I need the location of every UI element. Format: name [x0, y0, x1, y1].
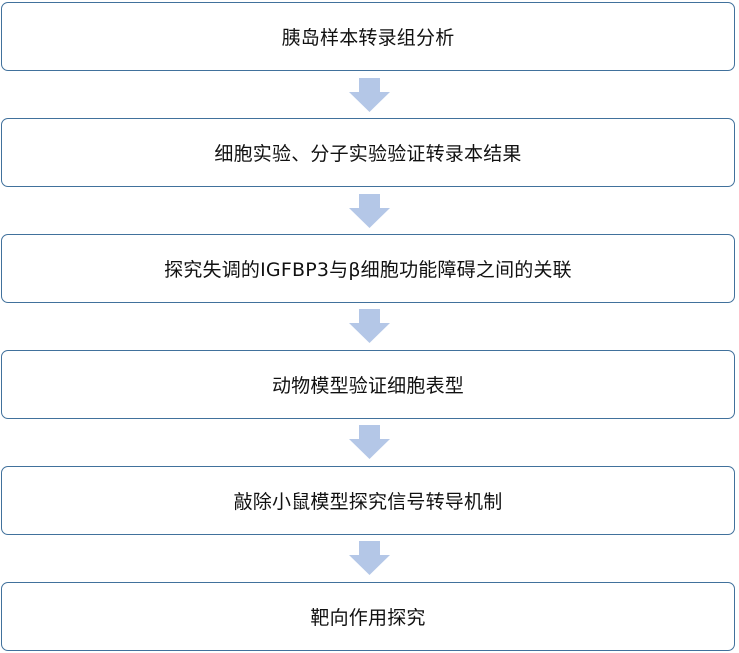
step-5-knockout-mouse-signaling: 敲除小鼠模型探究信号转导机制 [1, 466, 735, 535]
step-3-label: 探究失调的IGFBP3与β细胞功能障碍之间的关联 [164, 259, 572, 281]
step-1-transcriptome-analysis: 胰岛样本转录组分析 [1, 2, 735, 71]
step-2-cell-molecular-validation: 细胞实验、分子实验验证转录本结果 [1, 118, 735, 187]
arrow-down-icon [349, 425, 390, 459]
step-5-label: 敲除小鼠模型探究信号转导机制 [233, 491, 503, 513]
step-2-label: 细胞实验、分子实验验证转录本结果 [214, 143, 522, 165]
arrow-down-icon [349, 78, 390, 112]
arrow-down-icon [349, 194, 390, 228]
step-4-label: 动物模型验证细胞表型 [271, 375, 464, 397]
arrow-down-icon [349, 309, 390, 343]
step-3-igfbp3-association: 探究失调的IGFBP3与β细胞功能障碍之间的关联 [1, 234, 735, 303]
step-6-label: 靶向作用探究 [310, 607, 426, 629]
step-4-animal-model-validation: 动物模型验证细胞表型 [1, 350, 735, 419]
arrow-down-icon [349, 541, 390, 575]
step-6-targeted-action: 靶向作用探究 [1, 582, 735, 651]
step-1-label: 胰岛样本转录组分析 [281, 27, 455, 49]
